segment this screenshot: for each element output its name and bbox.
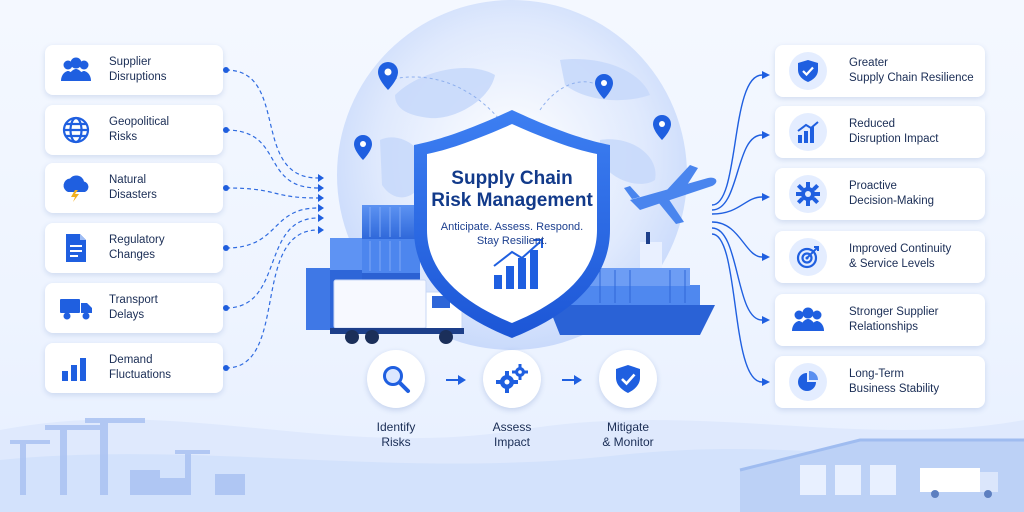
- step-mitigate-monitor: Mitigate & Monitor: [573, 350, 683, 450]
- bar-chart-icon: [59, 351, 93, 385]
- people-icon: [59, 53, 93, 87]
- growth-bars-icon: [494, 250, 538, 289]
- airplane: [624, 165, 717, 224]
- risk-label: Demand Fluctuations: [109, 354, 172, 381]
- step-label: Identify Risks: [376, 420, 416, 449]
- growth-chart-icon: [789, 113, 827, 151]
- risk-card-demand-fluctuations: Demand Fluctuations: [45, 343, 223, 393]
- risk-label: Geopolitical Risks: [109, 116, 170, 143]
- risk-label: Supplier Disruptions: [109, 56, 167, 83]
- step-label: Assess Impact: [492, 420, 532, 449]
- step-label: Mitigate & Monitor: [602, 420, 654, 449]
- benefit-card-business-stability: Long-Term Business Stability: [775, 356, 985, 408]
- step-identify-risks: Identify Risks: [341, 350, 451, 450]
- globe-icon: [59, 113, 93, 147]
- step-assess-impact: Assess Impact: [457, 350, 567, 450]
- shield-subtitle: Anticipate. Assess. Respond. Stay Resili…: [440, 221, 584, 247]
- benefit-label: Greater Supply Chain Resilience: [849, 57, 974, 84]
- target-icon: [789, 238, 827, 276]
- shield-check-icon: [789, 52, 827, 90]
- benefit-label: Long-Term Business Stability: [849, 368, 940, 395]
- risk-card-supplier-disruptions: Supplier Disruptions: [45, 45, 223, 95]
- shield-caption: Supply Chain Risk Management Anticipate.…: [420, 168, 604, 248]
- truck: [330, 279, 464, 344]
- benefit-card-resilience: Greater Supply Chain Resilience: [775, 45, 985, 97]
- benefit-label: Reduced Disruption Impact: [849, 118, 939, 145]
- team-icon: [789, 301, 827, 339]
- gear-icon: [789, 175, 827, 213]
- risk-card-natural-disasters: Natural Disasters: [45, 163, 223, 213]
- risk-label: Natural Disasters: [109, 174, 157, 201]
- risk-card-regulatory-changes: Regulatory Changes: [45, 223, 223, 273]
- benefit-card-continuity: Improved Continuity & Service Levels: [775, 231, 985, 283]
- benefit-label: Stronger Supplier Relationships: [849, 306, 939, 333]
- document-icon: [59, 231, 93, 265]
- shield-check-icon: [599, 350, 657, 408]
- port-cranes: [10, 418, 245, 495]
- magnifier-icon: [367, 350, 425, 408]
- benefit-card-supplier-relationships: Stronger Supplier Relationships: [775, 294, 985, 346]
- benefit-label: Proactive Decision-Making: [849, 180, 935, 207]
- risk-card-geopolitical-risks: Geopolitical Risks: [45, 105, 223, 155]
- benefit-card-proactive-decisions: Proactive Decision-Making: [775, 168, 985, 220]
- shield-title: Supply Chain Risk Management: [431, 168, 593, 211]
- warehouse: [739, 438, 1024, 512]
- risk-label: Transport Delays: [109, 294, 158, 321]
- pie-chart-icon: [789, 363, 827, 401]
- benefit-label: Improved Continuity & Service Levels: [849, 243, 952, 270]
- risk-label: Regulatory Changes: [109, 234, 165, 261]
- benefit-card-reduced-disruption: Reduced Disruption Impact: [775, 106, 985, 158]
- cargo-ship: [548, 232, 715, 335]
- truck-icon: [59, 291, 93, 325]
- gears-icon: [483, 350, 541, 408]
- location-pin-icon: [354, 62, 671, 160]
- risk-card-transport-delays: Transport Delays: [45, 283, 223, 333]
- storm-cloud-icon: [59, 171, 93, 205]
